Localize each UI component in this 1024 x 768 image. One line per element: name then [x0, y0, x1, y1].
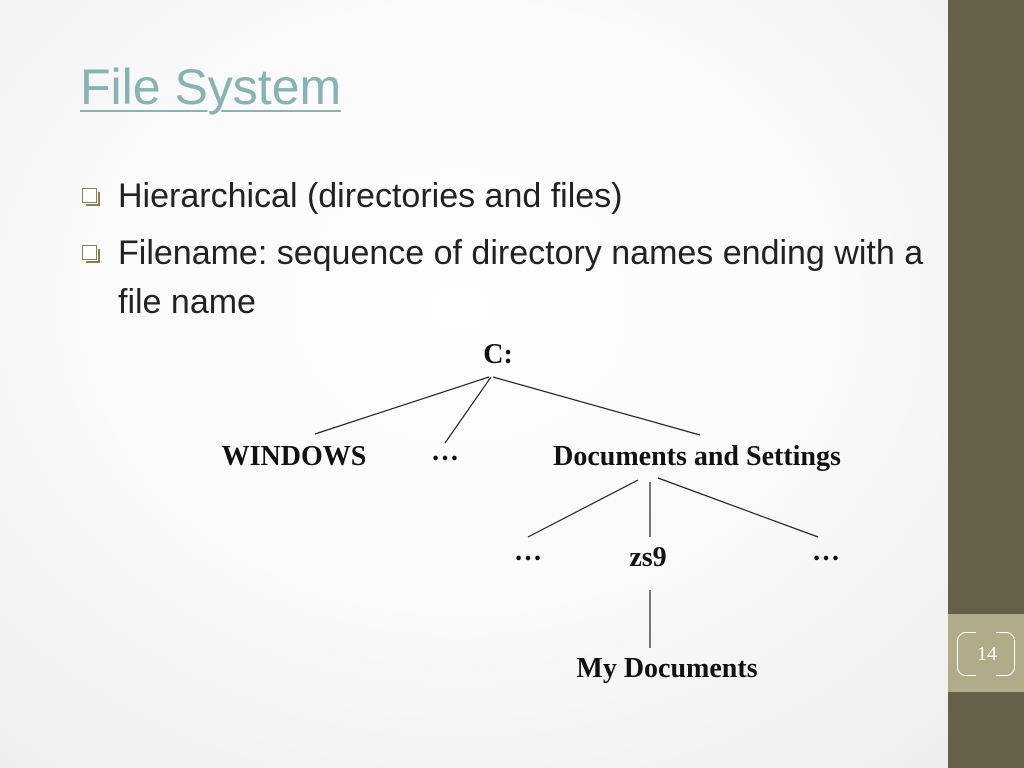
- tree-root-node: C:: [483, 339, 513, 370]
- edge-root-windows: [314, 376, 490, 435]
- tree-node-zs9: zs9: [629, 542, 666, 573]
- edge-docs-left-ellipsis: [527, 479, 639, 538]
- tree-node-documents-and-settings: Documents and Settings: [553, 441, 841, 472]
- tree-node-ellipsis: …: [431, 436, 459, 467]
- tree-node-windows: WINDOWS: [222, 441, 367, 472]
- page-number: 14: [977, 643, 997, 665]
- checkbox-bullet-icon: [82, 245, 100, 263]
- tree-node-ellipsis: …: [514, 536, 542, 567]
- directory-tree-diagram: C: WINDOWS … Documents and Settings … zs…: [222, 339, 841, 684]
- tree-node-ellipsis: …: [812, 536, 840, 567]
- edge-root-documents: [492, 376, 701, 436]
- bullet-text: Hierarchical (directories and files): [118, 177, 623, 215]
- bullet-list: Hierarchical (directories and files) Fil…: [82, 172, 952, 335]
- slide-title: File System: [80, 59, 342, 115]
- page-number-bracket-icon: [957, 630, 1015, 678]
- checkbox-bullet-icon: [82, 188, 100, 206]
- edge-docs-right-ellipsis: [657, 477, 819, 538]
- edge-root-ellipsis: [444, 376, 492, 444]
- bullet-item: Filename: sequence of directory names en…: [82, 229, 952, 327]
- bullet-text: Filename: sequence of directory names en…: [118, 234, 924, 321]
- tree-node-my-documents: My Documents: [576, 653, 757, 684]
- bullet-item: Hierarchical (directories and files): [82, 172, 952, 221]
